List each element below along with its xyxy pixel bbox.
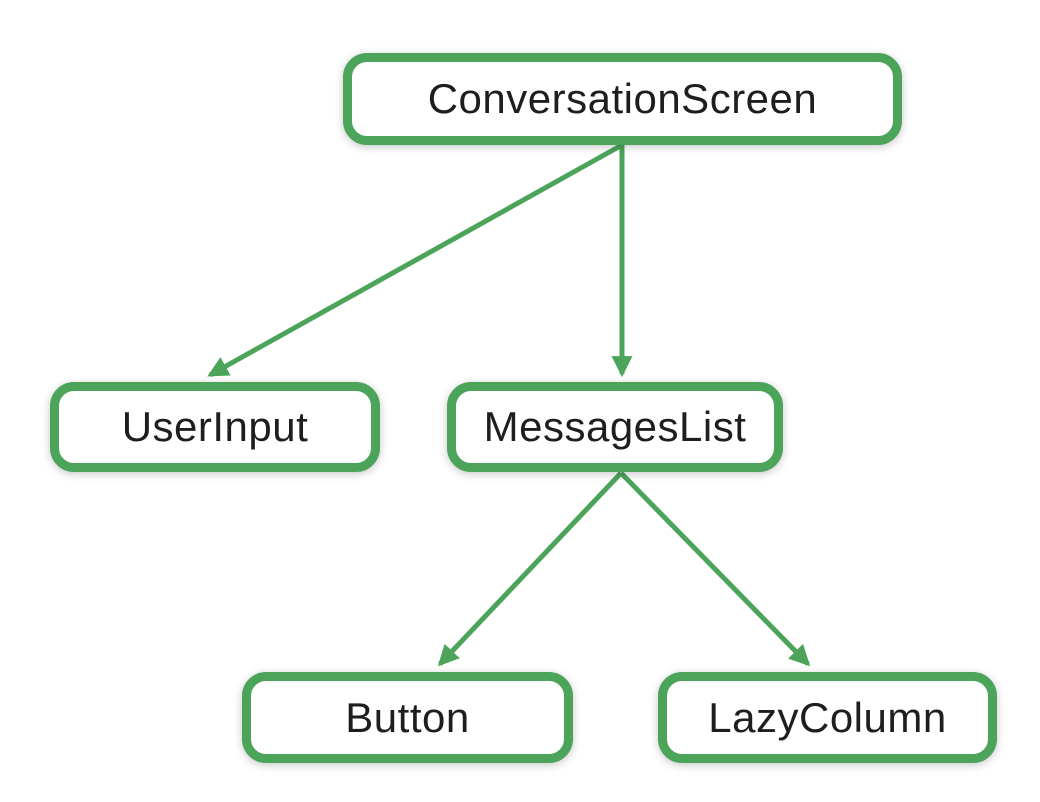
node-user-input: UserInput bbox=[50, 382, 380, 472]
node-lazy-column-label: LazyColumn bbox=[708, 693, 947, 741]
edge-messageslist-button-arrow bbox=[437, 471, 623, 667]
edge-conversationscreen-userinput-arrow bbox=[207, 142, 624, 378]
node-conversation-screen: ConversationScreen bbox=[343, 53, 902, 145]
node-messages-list-label: MessagesList bbox=[483, 403, 747, 450]
edge-messageslist-lazycolumn-arrow bbox=[619, 471, 811, 667]
node-button-label: Button bbox=[345, 693, 470, 741]
node-lazy-column: LazyColumn bbox=[658, 672, 997, 763]
node-conversation-screen-label: ConversationScreen bbox=[427, 75, 818, 122]
node-user-input-label: UserInput bbox=[121, 403, 309, 450]
node-messages-list: MessagesList bbox=[447, 382, 783, 472]
node-button: Button bbox=[242, 672, 573, 763]
